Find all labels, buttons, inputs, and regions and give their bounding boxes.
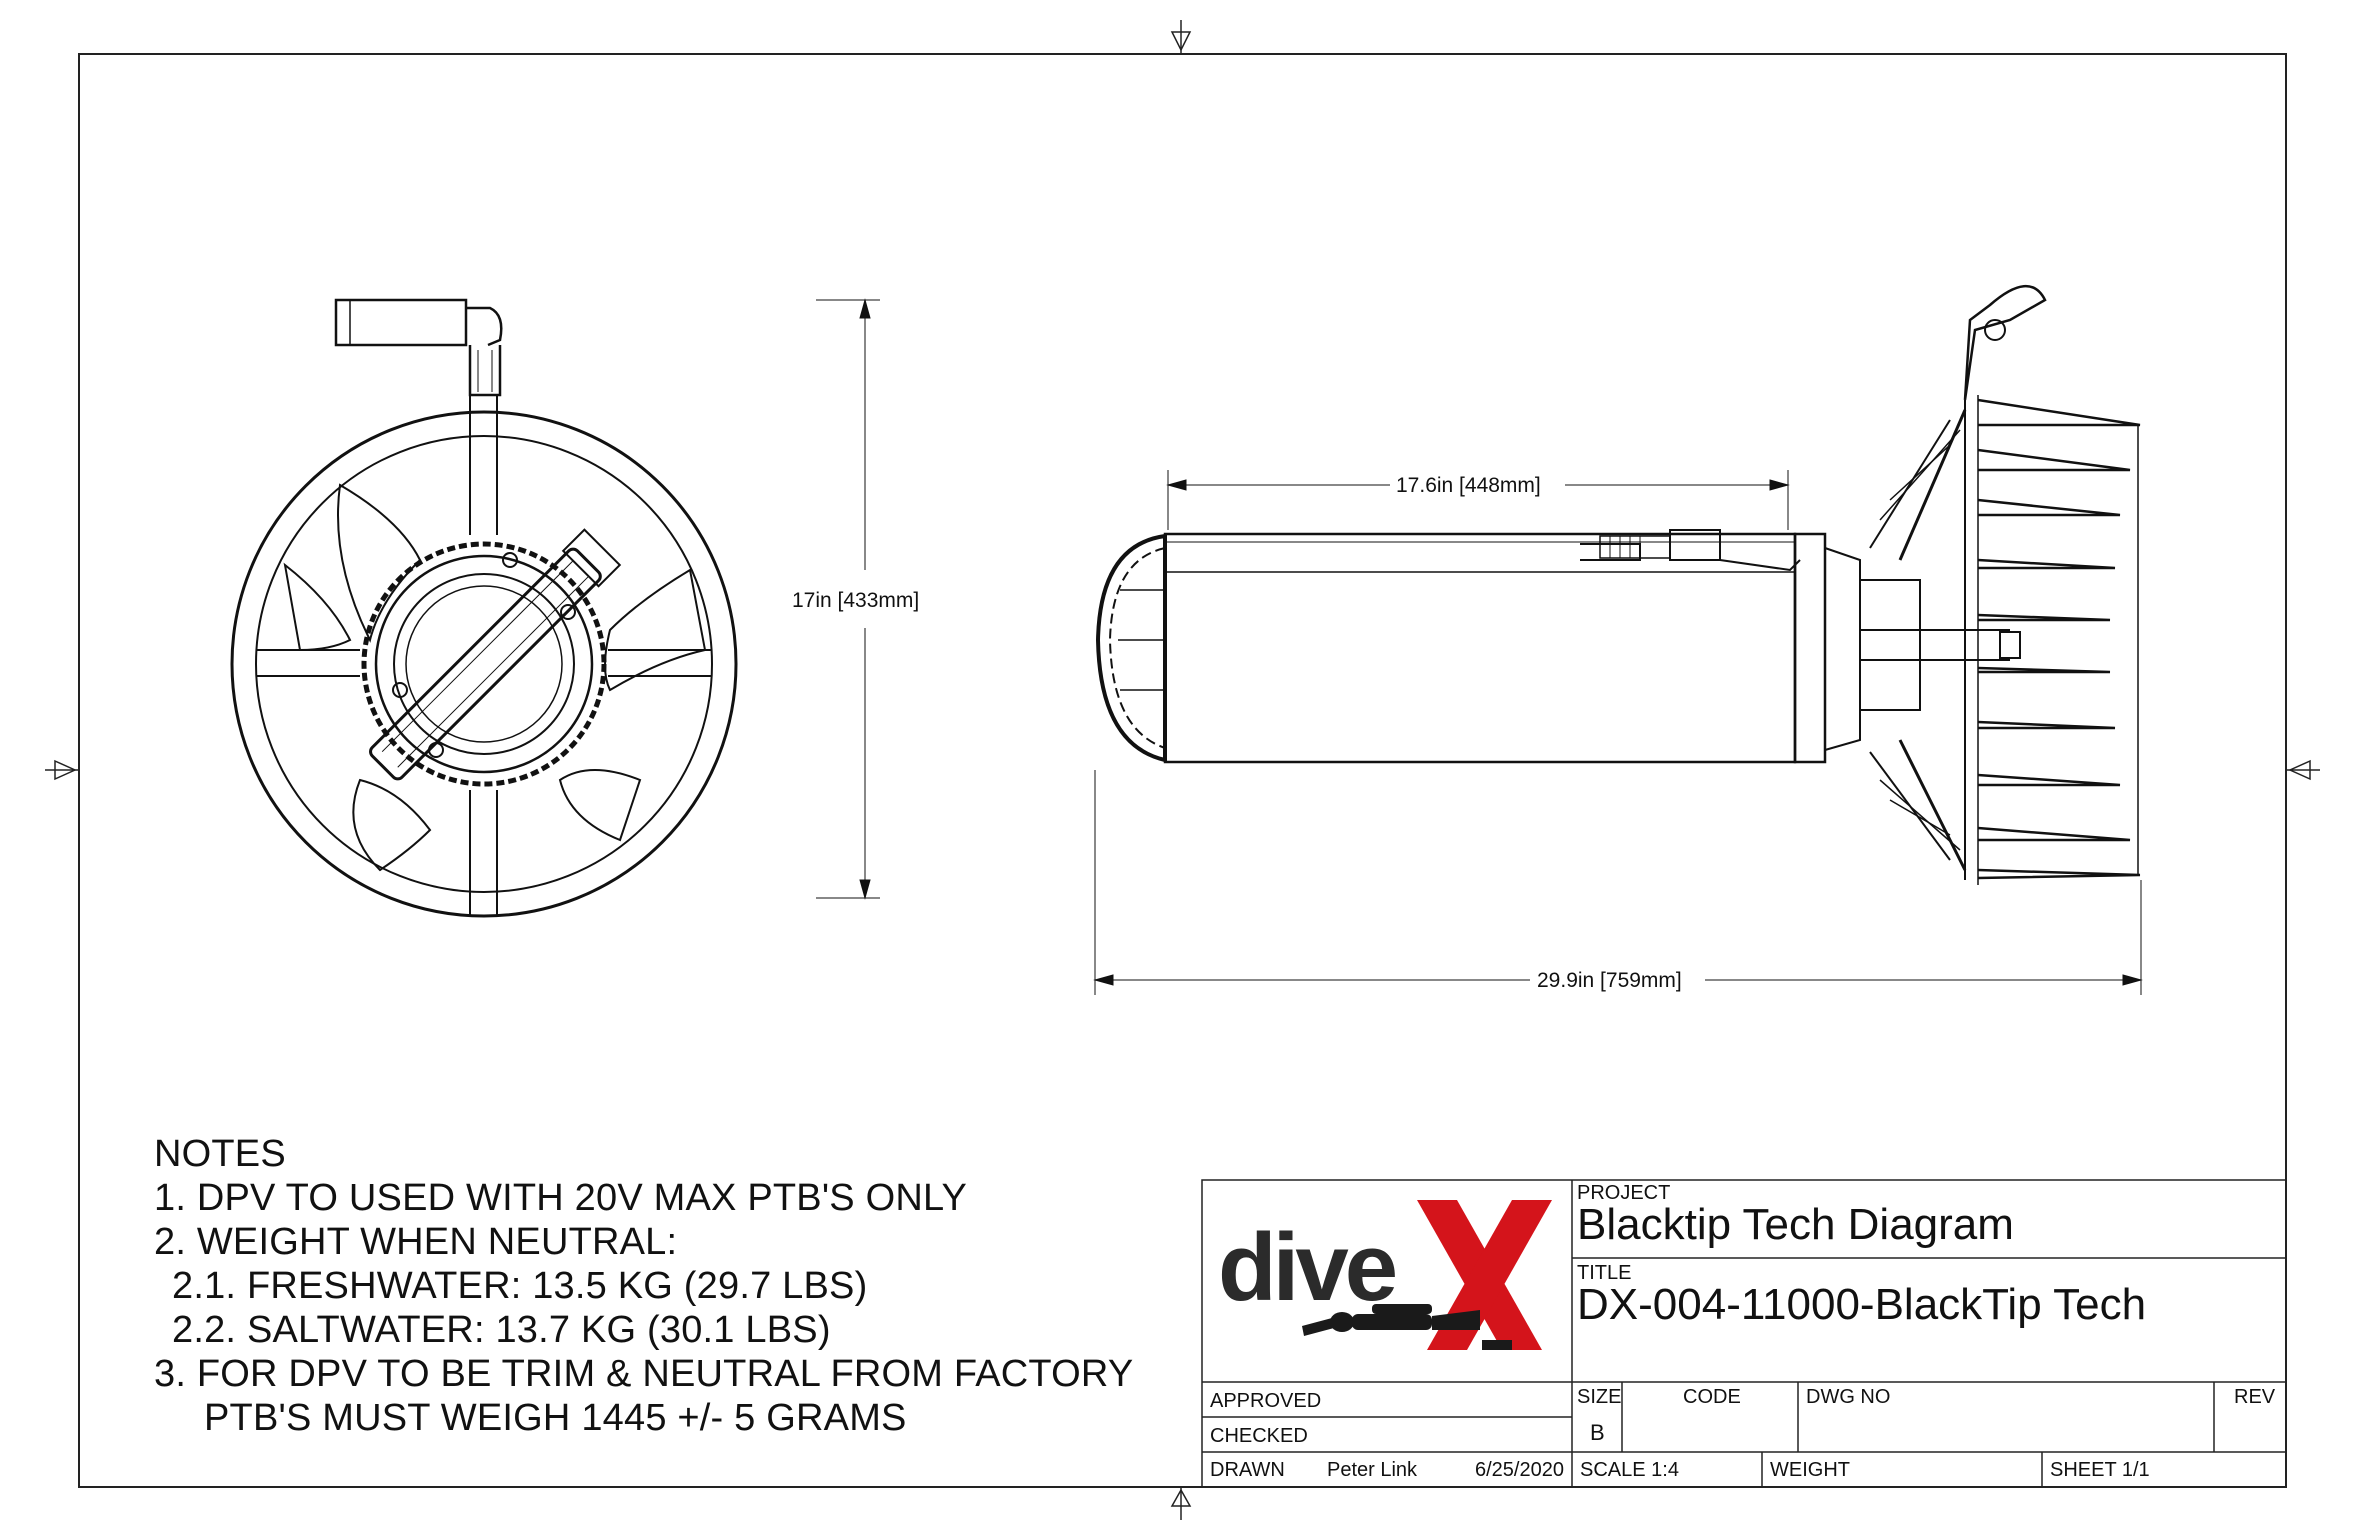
project-label: PROJECT: [1577, 1182, 1671, 1204]
title-label: TITLE: [1577, 1262, 1632, 1284]
title-block-grid: [1201, 1179, 2287, 1488]
code-label: CODE: [1683, 1386, 1741, 1408]
dim-height-label: 17in [433mm]: [792, 589, 919, 612]
sheet-value: SHEET 1/1: [2050, 1459, 2150, 1481]
logo-x-mark: [1417, 1200, 1552, 1350]
note-item: PTB'S MUST WEIGH 1445 +/- 5 GRAMS: [204, 1397, 907, 1439]
weight-label: WEIGHT: [1770, 1459, 1850, 1481]
centering-marks: [45, 20, 2320, 1520]
scale-value: SCALE 1:4: [1580, 1459, 1679, 1481]
note-item: 2.1. FRESHWATER: 13.5 KG (29.7 LBS): [172, 1265, 868, 1307]
title-value: DX-004-11000-BlackTip Tech: [1577, 1280, 2147, 1329]
divex-logo: dive: [1212, 1190, 1552, 1360]
dwg-no-label: DWG NO: [1806, 1386, 1891, 1408]
drawn-by: Peter Link: [1327, 1459, 1418, 1481]
note-item: 1. DPV TO USED WITH 20V MAX PTB'S ONLY: [154, 1177, 968, 1219]
dim-body-length-label: 17.6in [448mm]: [1396, 474, 1541, 497]
drawn-date: 6/25/2020: [1475, 1459, 1564, 1481]
svg-text:dive: dive: [1218, 1214, 1396, 1321]
checked-label: CHECKED: [1210, 1425, 1308, 1447]
diver-icon: [1302, 1304, 1512, 1350]
approved-label: APPROVED: [1210, 1390, 1322, 1412]
size-label: SIZE: [1577, 1386, 1622, 1408]
note-item: 2.2. SALTWATER: 13.7 KG (30.1 LBS): [172, 1309, 831, 1351]
side-view: [1093, 284, 2143, 995]
drawn-label: DRAWN: [1210, 1459, 1285, 1481]
note-item: 2. WEIGHT WHEN NEUTRAL:: [154, 1221, 678, 1263]
notes-heading: NOTES: [154, 1133, 286, 1175]
note-item: 3. FOR DPV TO BE TRIM & NEUTRAL FROM FAC…: [154, 1353, 1134, 1395]
rev-label: REV: [2234, 1386, 2276, 1408]
dim-overall-length-label: 29.9in [759mm]: [1537, 969, 1682, 992]
notes-block: NOTES 1. DPV TO USED WITH 20V MAX PTB'S …: [154, 1132, 1194, 1440]
project-value: Blacktip Tech Diagram: [1577, 1200, 2014, 1249]
size-value: B: [1590, 1420, 1605, 1445]
front-view: [230, 298, 880, 918]
